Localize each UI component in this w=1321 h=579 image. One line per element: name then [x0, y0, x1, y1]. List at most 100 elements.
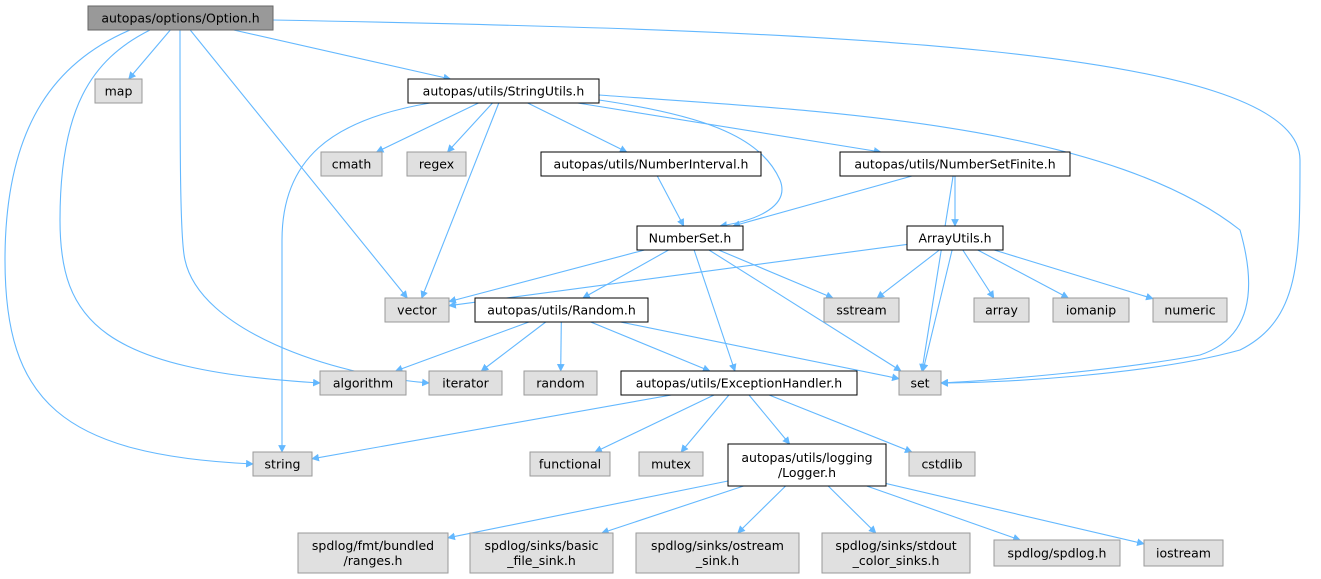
- node-ostream_sink: spdlog/sinks/ostream_sink.h: [635, 532, 800, 574]
- edge-option-to-set: [272, 19, 1301, 387]
- node-logger[interactable]: autopas/utils/logging/Logger.h: [727, 443, 887, 487]
- node-array-box: [973, 297, 1030, 323]
- edge-stringutils-to-cmath: [375, 102, 479, 153]
- edge-arrayutils-to-sstream: [876, 249, 940, 299]
- node-basic_file_sink-label-1: _file_sink.h: [506, 553, 576, 568]
- node-set-label-0: set: [910, 376, 929, 391]
- node-random: random: [523, 370, 598, 396]
- node-option[interactable]: autopas/options/Option.h: [87, 5, 274, 31]
- edge-option-to-algorithm: [59, 29, 321, 387]
- node-sstream-label-0: sstream: [836, 303, 886, 318]
- edge-logger-to-spdlog: [866, 485, 1021, 542]
- edge-logger-to-ostream_sink: [737, 485, 786, 534]
- node-numberset[interactable]: NumberSet.h: [636, 225, 744, 251]
- edge-stringutils-to-regex: [446, 102, 493, 153]
- edge-random_h-to-set: [620, 321, 900, 382]
- node-cstdlib-box: [908, 451, 976, 477]
- node-spdlog-label-0: spdlog/spdlog.h: [1008, 546, 1107, 561]
- edge-arrayutils-to-vector: [448, 243, 908, 309]
- node-numberset-label-0: NumberSet.h: [649, 231, 732, 246]
- node-exceptionhandler-box: [620, 370, 858, 396]
- node-numberinterval-box: [540, 151, 762, 177]
- edge-option-to-iterator: [179, 29, 430, 387]
- edge-random_h-to-exceptionhandler: [590, 321, 711, 372]
- node-sstream: sstream: [823, 297, 900, 323]
- node-arrayutils-label-0: ArrayUtils.h: [918, 231, 991, 246]
- node-cstdlib-label-0: cstdlib: [921, 457, 962, 472]
- node-mutex-box: [638, 451, 704, 477]
- node-functional: functional: [529, 451, 611, 477]
- node-iostream: iostream: [1143, 539, 1224, 567]
- node-mutex-label-0: mutex: [651, 457, 691, 472]
- node-option-label-0: autopas/options/Option.h: [101, 11, 259, 26]
- node-iterator-box: [428, 370, 503, 396]
- node-functional-box: [529, 451, 611, 477]
- node-basic_file_sink-box: [469, 532, 614, 574]
- node-iostream-label-0: iostream: [1156, 546, 1211, 561]
- node-stdout_color-box: [821, 532, 971, 574]
- edge-option-to-stringutils: [233, 29, 452, 82]
- nodes-layer: autopas/options/Option.h map autopas/utils…: [87, 5, 1228, 574]
- node-stringutils[interactable]: autopas/utils/StringUtils.h: [407, 78, 600, 104]
- node-stringutils-box: [407, 78, 600, 104]
- node-random-box: [523, 370, 598, 396]
- node-vector-box: [384, 297, 450, 323]
- edge-arrayutils-to-array: [962, 249, 995, 299]
- node-numbersetfinite-label-0: autopas/utils/NumberSetFinite.h: [854, 157, 1055, 172]
- node-regex-box: [406, 151, 467, 177]
- node-map-label-0: map: [105, 84, 133, 99]
- node-vector: vector: [384, 297, 450, 323]
- edge-arrayutils-to-set: [920, 249, 953, 372]
- node-array-label-0: array: [985, 303, 1018, 318]
- node-basic_file_sink: spdlog/sinks/basic_file_sink.h: [469, 532, 614, 574]
- node-ranges: spdlog/fmt/bundled/ranges.h: [297, 532, 449, 574]
- edge-random_h-to-algorithm: [394, 321, 530, 373]
- node-map-box: [94, 78, 143, 104]
- node-basic_file_sink-label-0: spdlog/sinks/basic: [485, 538, 599, 553]
- node-cmath-box: [320, 151, 383, 177]
- node-iostream-box: [1143, 539, 1224, 567]
- node-numeric: numeric: [1152, 297, 1228, 323]
- node-random-label-0: random: [536, 376, 584, 391]
- edge-stringutils-to-numberset: [598, 99, 783, 229]
- node-arrayutils[interactable]: ArrayUtils.h: [906, 225, 1004, 251]
- edge-numberinterval-to-numberset: [656, 175, 685, 227]
- edge-option-to-map: [128, 29, 171, 80]
- node-option-box: [87, 5, 274, 31]
- node-spdlog: spdlog/spdlog.h: [993, 539, 1121, 567]
- node-ranges-label-0: spdlog/fmt/bundled: [312, 538, 434, 553]
- edge-arrayutils-to-iomanip: [977, 249, 1069, 299]
- edge-arrayutils-to-numeric: [994, 249, 1154, 301]
- node-numberinterval-label-0: autopas/utils/NumberInterval.h: [554, 157, 749, 172]
- node-array: array: [973, 297, 1030, 323]
- node-logger-label-1: /Logger.h: [778, 465, 836, 480]
- node-numbersetfinite[interactable]: autopas/utils/NumberSetFinite.h: [839, 151, 1071, 177]
- node-string-label-0: string: [265, 457, 301, 472]
- node-numberset-box: [636, 225, 744, 251]
- node-ranges-box: [297, 532, 449, 574]
- edge-logger-to-iostream: [885, 482, 1145, 546]
- edge-exceptionhandler-to-cstdlib: [768, 394, 913, 454]
- edge-random_h-to-random: [556, 321, 565, 372]
- node-set-box: [898, 370, 942, 396]
- node-stdout_color-label-1: _color_sinks.h: [852, 553, 940, 568]
- edge-numberset-to-exceptionhandler: [693, 249, 737, 372]
- edge-numberset-to-vector: [448, 249, 645, 304]
- node-numeric-label-0: numeric: [1164, 303, 1215, 318]
- edge-stringutils-to-vector: [420, 102, 500, 299]
- node-random_h-label-0: autopas/utils/Random.h: [487, 303, 636, 318]
- node-numberinterval[interactable]: autopas/utils/NumberInterval.h: [540, 151, 762, 177]
- node-iomanip-box: [1052, 297, 1130, 323]
- edge-random_h-to-iterator: [480, 321, 547, 372]
- node-ostream_sink-label-0: spdlog/sinks/ostream: [651, 538, 784, 553]
- node-algorithm-label-0: algorithm: [333, 376, 393, 391]
- edge-logger-to-ranges: [447, 480, 729, 541]
- node-exceptionhandler[interactable]: autopas/utils/ExceptionHandler.h: [620, 370, 858, 396]
- edge-stringutils-to-string: [278, 102, 431, 453]
- node-mutex: mutex: [638, 451, 704, 477]
- node-numbersetfinite-box: [839, 151, 1071, 177]
- edge-numberset-to-sstream: [718, 249, 834, 299]
- node-random_h[interactable]: autopas/utils/Random.h: [474, 297, 649, 323]
- edge-numbersetfinite-to-set: [919, 175, 954, 372]
